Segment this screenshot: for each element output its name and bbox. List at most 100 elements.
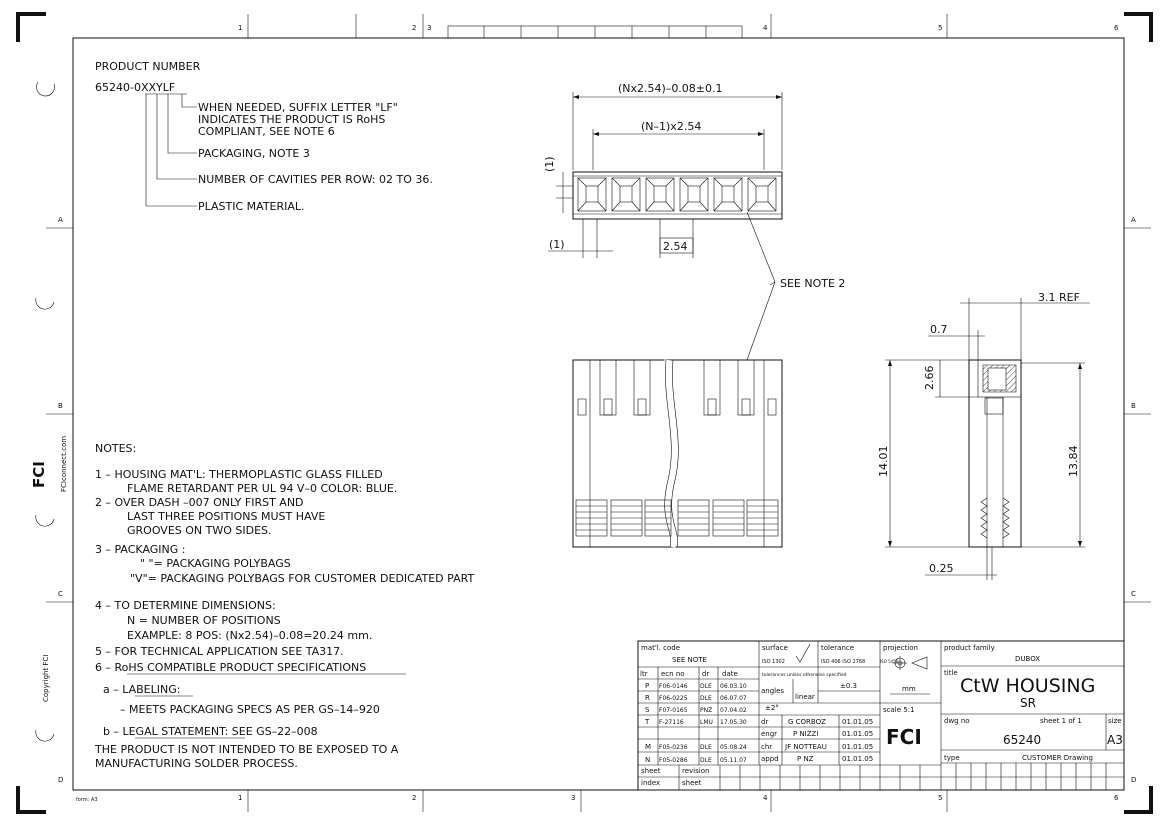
approvals-table: dr G CORBOZ 01.01.05 engr P NIZZI 01.01.… [761,718,873,763]
rev-2-date: 07.04.02 [720,707,747,714]
col-number-1-bottom: 1 [238,794,242,802]
rev-5-dr: DLE [700,744,712,751]
rev-3-date: 17.05.30 [720,719,747,726]
front-view-grooves [575,499,779,537]
dim-height-small: (1) [543,156,556,172]
note-line-13: 6 – RoHS COMPATIBLE PRODUCT SPECIFICATIO… [95,661,366,674]
type-value: CUSTOMER Drawing [1022,754,1093,762]
col-number-5-bottom: 5 [938,794,942,802]
note-line-10: N = NUMBER OF POSITIONS [127,614,281,627]
notes-section: NOTES: 1 – HOUSING MAT'L: THERMOPLASTIC … [94,442,474,770]
dim-2-66: 2.66 [923,366,936,391]
form-label: form: A3 [76,797,98,803]
dim-13-84: 13.84 [1067,446,1080,478]
note-line-14: a – LABELING: [103,683,180,696]
col-number-3: 3 [427,24,431,32]
side-logo: FCI [30,461,48,488]
row-letter-c-right: C [1131,590,1136,598]
surface-value: ISO 1302 [762,659,785,665]
rev-2-ltr: S [645,706,650,714]
col-number-6: 6 [1114,24,1119,32]
note-line-4: LAST THREE POSITIONS MUST HAVE [127,510,325,523]
callout-cavities: NUMBER OF CAVITIES PER ROW: 02 TO 36. [198,173,433,186]
punch-holes [35,81,55,742]
note-line-1: 1 – HOUSING MAT'L: THERMOPLASTIC GLASS F… [95,468,383,481]
rev-1-dr: DLE [700,695,712,702]
note-line-2: FLAME RETARDANT PER UL 94 V–0 COLOR: BLU… [127,482,397,495]
rev-header-dr: dr [702,670,709,678]
surface-label: surface [762,644,788,652]
dim-0-7: 0.7 [930,323,948,336]
top-view-cells [577,177,777,212]
row-letter-a: A [58,216,63,224]
angles-value: ±2° [765,704,779,712]
col-number-3-bottom: 3 [571,794,575,802]
sheet-index-1: sheet [641,767,661,775]
note-line-5: GROOVES ON TWO SIDES. [127,524,272,537]
rev-2-ecn: F07-0165 [659,707,688,714]
rev-0-ecn: F06-0146 [659,683,688,690]
product-heading: PRODUCT NUMBER [95,60,201,73]
row-letter-b-right: B [1131,402,1136,410]
callout-lf-2: INDICATES THE PRODUCT IS RoHS [198,113,385,126]
note-line-12: 5 – FOR TECHNICAL APPLICATION SEE TA317. [95,645,344,658]
note-line-18: MANUFACTURING SOLDER PROCESS. [95,757,298,770]
linear-label: linear [795,693,815,701]
family-value: DUBOX [1015,655,1040,663]
angles-label: angles [761,687,784,695]
rev-1-ecn: F06-0225 [659,695,688,702]
dwg-no-label: dwg no [944,717,970,725]
tol-note: tolerances unless otherwise specified [762,672,847,678]
rev-6-dr: DLE [700,757,712,764]
appr-2-date: 01.01.05 [842,743,873,751]
revision-sheet-1: revision [682,767,709,775]
note-line-16: b – LEGAL STATEMENT: SEE GS–22–008 [103,725,318,738]
tolerance-value: ISO 406 ISO 2768 [821,659,865,665]
col-number-6-bottom: 6 [1114,794,1119,802]
rev-5-ecn: F05-0236 [659,744,688,751]
appr-2-role: chr [761,743,772,751]
note-line-11: EXAMPLE: 8 POS: (Nx2.54)–0.08=20.24 mm. [127,629,372,642]
note-line-7: " "= PACKAGING POLYBAGS [140,557,291,570]
projection-value: ISO 5456 [880,659,899,664]
rev-5-date: 05.08.24 [720,744,747,751]
note-line-15: – MEETS PACKAGING SPECS AS PER GS–14–920 [120,703,380,716]
appr-3-name: P NZ [797,755,814,763]
col-number-4: 4 [763,24,768,32]
rev-1-date: 06.07.07 [720,695,747,702]
row-letter-c: C [58,590,63,598]
callout-lf-3: COMPLIANT, SEE NOTE 6 [198,125,335,138]
rev-header-ecn: ecn no [661,670,685,678]
dim-0-25: 0.25 [929,562,954,575]
notes-heading: NOTES: [95,442,136,455]
type-label: type [944,754,960,762]
projection-symbol-icon [893,656,928,670]
product-number: 65240-0XXYLF [95,81,175,94]
dim-overall: (Nx2.54)–0.08±0.1 [618,82,723,95]
rev-1-ltr: R [645,694,650,702]
dim-pitch-total: (N–1)x2.54 [641,120,701,133]
note-line-9: 4 – TO DETERMINE DIMENSIONS: [95,599,276,612]
family-label: product family [944,644,995,652]
appr-3-role: appd [761,755,779,763]
side-view: 3.1 REF 0.7 2.66 14.01 13.84 0.25 [877,291,1090,580]
side-copyright: Copyright FCI [42,655,50,702]
revision-sheet-2: sheet [682,779,702,787]
sheet-label: sheet 1 of 1 [1040,717,1082,725]
dwg-no: 65240 [1003,733,1041,747]
appr-0-name: G CORBOZ [788,718,826,726]
subtitle-value: SR [1020,696,1036,710]
appr-3-date: 01.01.05 [842,755,873,763]
rev-3-ltr: T [644,718,650,726]
title-label: title [944,669,958,677]
row-letter-b: B [58,402,63,410]
title-value: CtW HOUSING [960,675,1095,697]
matl-code-label: mat'l. code [641,644,680,652]
appr-1-date: 01.01.05 [842,730,873,738]
front-view [572,359,783,548]
dim-ref: 3.1 REF [1038,291,1080,304]
rev-6-ecn: F05-0286 [659,757,688,764]
unit-label: mm [902,685,916,693]
top-box-strip [447,25,743,39]
